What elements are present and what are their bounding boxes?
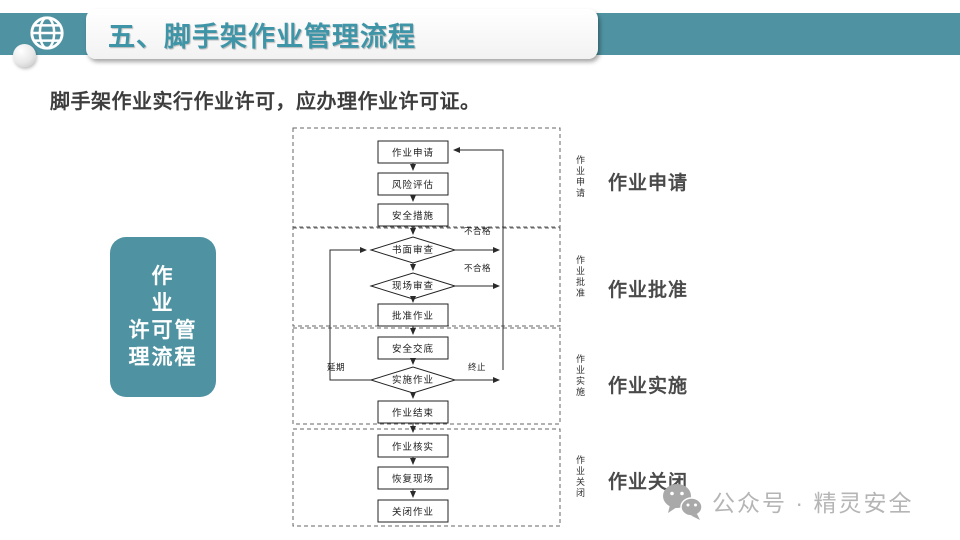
wechat-icon <box>663 484 703 520</box>
section-apply-frame <box>292 127 561 228</box>
node-approve-label: 批准作业 <box>392 310 434 322</box>
edge-label-terminate: 终止 <box>468 362 486 372</box>
decorative-ball <box>13 44 36 67</box>
postpone-bypass-line <box>329 247 371 381</box>
edge-label-postpone: 延期 <box>327 362 345 372</box>
side-box-line: 作 <box>151 265 175 288</box>
node-apply-label: 作业申请 <box>392 147 434 159</box>
process-name-box: 作 业 许可管 理流程 <box>110 237 216 397</box>
page-title: 五、脚手架作业管理流程 <box>108 21 416 52</box>
globe-icon <box>30 16 64 50</box>
stage-label-apply: 作业申请 <box>608 173 689 194</box>
node-restore-label: 恢复现场 <box>392 473 434 485</box>
strip-label-approve: 作业批准 <box>575 255 585 299</box>
node-site-review-label: 现场审查 <box>392 280 434 292</box>
feedback-line <box>453 147 504 370</box>
stage-label-implement: 作业实施 <box>608 376 689 397</box>
node-verify-label: 作业核实 <box>392 441 434 453</box>
subtitle-text: 脚手架作业实行作业许可，应办理作业许可证。 <box>50 91 481 113</box>
edge-label-fail-top: 不合格 <box>464 226 491 236</box>
title-banner: 五、脚手架作业管理流程 <box>86 9 598 59</box>
node-close <box>377 499 449 523</box>
node-written-review-label: 书面审查 <box>392 244 434 256</box>
section-close-frame <box>292 428 561 527</box>
node-safety-label: 安全措施 <box>392 210 434 222</box>
edge-label-fail-bottom: 不合格 <box>464 263 491 273</box>
side-box-line: 业 <box>151 292 175 315</box>
strip-label-apply: 作业申请 <box>575 155 585 199</box>
node-close-label: 关闭作业 <box>392 506 434 518</box>
strip-label-implement: 作业实施 <box>575 354 585 398</box>
wechat-account-text: 公众号 · 精灵安全 <box>712 490 914 516</box>
node-finish-label: 作业结束 <box>392 407 434 419</box>
section-implement-frame <box>292 327 561 425</box>
node-implement-label: 实施作业 <box>392 374 434 386</box>
node-risk-label: 风险评估 <box>392 179 434 191</box>
stage-label-approve: 作业批准 <box>608 280 689 301</box>
node-briefing-label: 安全交底 <box>392 343 434 355</box>
wechat-watermark: 公众号 · 精灵安全 <box>660 479 950 523</box>
side-box-line: 许可管 <box>128 319 198 342</box>
side-box-line: 理流程 <box>128 346 198 369</box>
strip-label-close: 作业关闭 <box>575 455 585 499</box>
